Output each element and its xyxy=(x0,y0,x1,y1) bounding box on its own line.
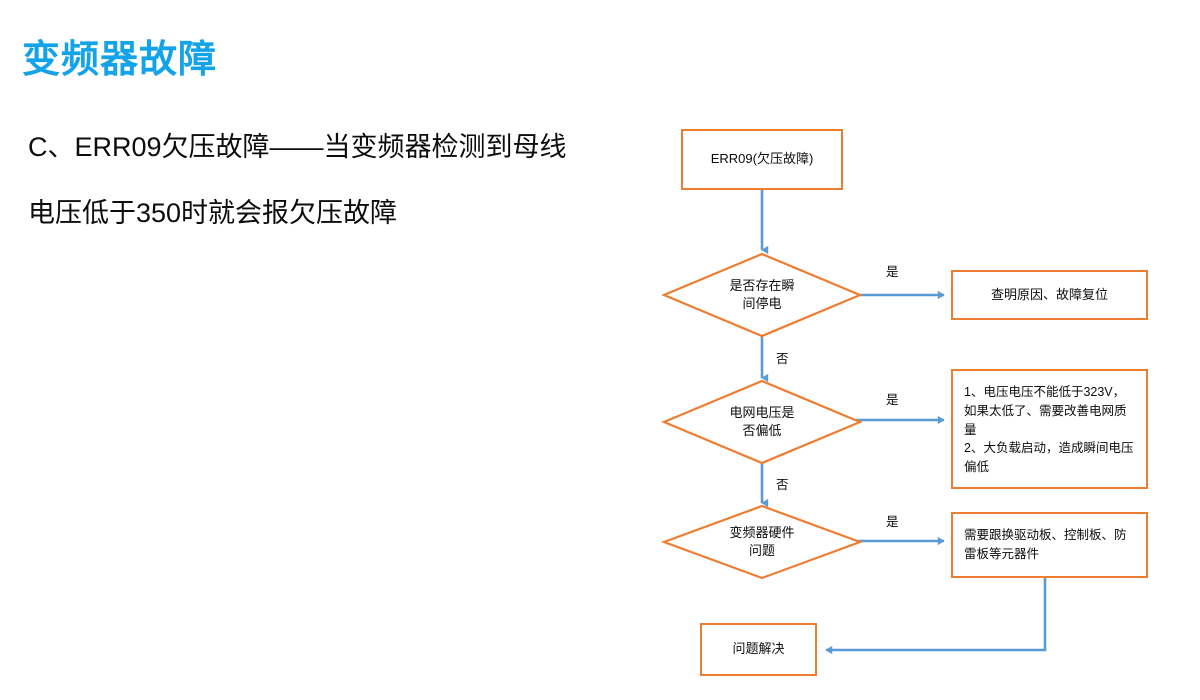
flow-node-start-label: ERR09(欠压故障) xyxy=(710,151,814,167)
edge-label-outage-no: 否 xyxy=(776,352,789,366)
flow-node-note-grid-voltage[interactable]: 1、电压电压不能低于323V，如果太低了、需要改善电网质量 2、大负载启动，造成… xyxy=(951,369,1148,489)
body-text-line-2: 电压低于350时就会报欠压故障 xyxy=(28,198,398,229)
edge-label-outage-yes: 是 xyxy=(886,265,899,279)
connector-hardware-to-end xyxy=(825,578,1047,655)
diamond-shape xyxy=(661,379,863,465)
diamond-shape xyxy=(660,504,864,580)
flow-node-end-label: 问题解决 xyxy=(732,641,785,657)
flow-node-decision-hardware-label: 变频器硬件 问题 xyxy=(729,524,795,558)
flow-node-decision-hardware[interactable]: 变频器硬件 问题 xyxy=(660,504,864,580)
flow-node-decision-grid-voltage-label: 电网电压是 否偏低 xyxy=(729,404,795,438)
diamond-shape xyxy=(661,252,863,338)
body-text-line-1: C、ERR09欠压故障——当变频器检测到母线 xyxy=(28,132,567,162)
flow-node-decision-grid-voltage[interactable]: 电网电压是 否偏低 xyxy=(661,379,863,465)
flow-node-note-grid-voltage-label: 1、电压电压不能低于323V，如果太低了、需要改善电网质量 2、大负载启动，造成… xyxy=(964,385,1134,474)
flow-node-action-hardware[interactable]: 需要跟换驱动板、控制板、防雷板等元器件 xyxy=(951,512,1148,578)
flow-node-action-outage-label: 查明原因、故障复位 xyxy=(990,286,1108,302)
flow-node-decision-outage[interactable]: 是否存在瞬 间停电 xyxy=(661,252,863,338)
body-text-block: C、ERR09欠压故障——当变频器检测到母线 电压低于350时就会报欠压故障 xyxy=(28,133,668,228)
flow-node-action-hardware-label: 需要跟换驱动板、控制板、防雷板等元器件 xyxy=(964,528,1127,561)
flow-node-end[interactable]: 问题解决 xyxy=(700,623,817,676)
page-title: 变频器故障 xyxy=(22,39,218,81)
edge-label-grid-no: 否 xyxy=(776,478,789,492)
flow-node-action-outage[interactable]: 查明原因、故障复位 xyxy=(951,270,1148,320)
edge-label-hardware-yes: 是 xyxy=(886,515,899,529)
edge-label-grid-yes: 是 xyxy=(886,393,899,407)
flow-node-start[interactable]: ERR09(欠压故障) xyxy=(681,129,843,190)
flow-node-decision-outage-label: 是否存在瞬 间停电 xyxy=(729,277,795,311)
